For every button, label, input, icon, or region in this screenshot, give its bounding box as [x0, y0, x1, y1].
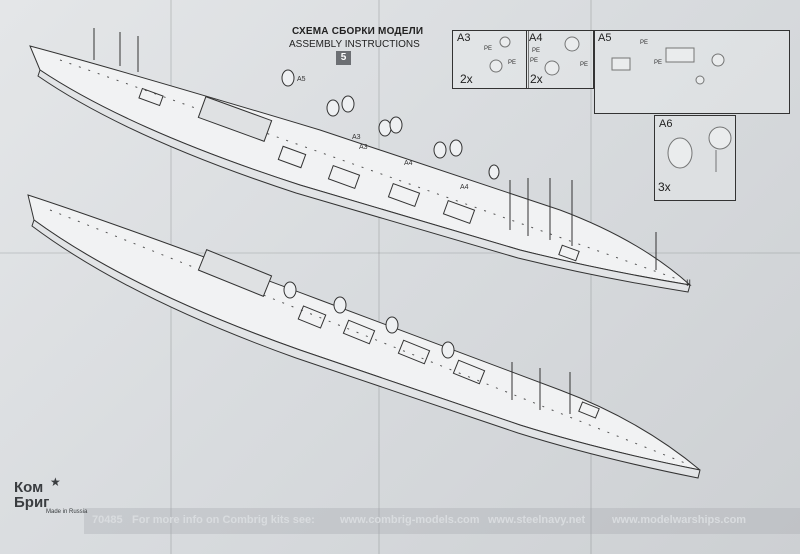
combrig-logo: Ком Бриг: [14, 480, 49, 510]
kit-number: 70485: [92, 514, 123, 526]
logo-line2: Бриг: [14, 494, 50, 511]
footer-link-steelnavy[interactable]: www.steelnavy.net: [488, 514, 586, 526]
callout-a4: A4: [404, 160, 413, 167]
pe-label: PE: [530, 58, 539, 64]
footer-link-combrig[interactable]: www.combrig-models.com: [340, 514, 480, 526]
pe-label: PE: [580, 62, 589, 68]
mast-parts: [93, 28, 657, 414]
callout-a5: A5: [297, 76, 306, 83]
subassembly-sketches: [489, 36, 732, 172]
footer-strip: [84, 508, 800, 534]
footer-link-modelwarships[interactable]: www.modelwarships.com: [612, 514, 747, 526]
title-russian: СХЕМА СБОРКИ МОДЕЛИ: [292, 26, 424, 37]
fold-line: [0, 252, 800, 254]
upper-ship-hull: [29, 45, 692, 293]
subassembly-box-a4: [526, 30, 594, 89]
subassembly-quantity-a4: 2x: [530, 72, 543, 86]
subassembly-quantity-a6: 3x: [658, 180, 671, 194]
subassembly-label-a3: A3: [457, 32, 471, 44]
footer-info-text: For more info on Combrig kits see:: [132, 514, 315, 526]
subassembly-quantity-a3: 2x: [460, 72, 473, 86]
callout-a3: A3: [359, 144, 368, 151]
made-in-label: Made in Russia: [46, 509, 88, 515]
subassembly-box-a5: [594, 30, 790, 114]
callout-a4: A4: [460, 184, 469, 191]
lower-ship-hull: [27, 194, 701, 479]
pe-label: PE: [640, 40, 649, 46]
subassembly-label-a4: A4: [529, 32, 543, 44]
subassembly-label-a5: A5: [598, 32, 612, 44]
fold-line: [590, 0, 592, 554]
ship-mark: II: [686, 278, 692, 288]
subassembly-box-a3: [452, 30, 529, 89]
star-icon: ★: [50, 475, 61, 489]
pe-label: PE: [508, 60, 517, 66]
logo-line1: Ком: [14, 479, 44, 496]
searchlight-parts: [281, 69, 500, 359]
fold-line: [378, 0, 380, 554]
pe-label: PE: [532, 48, 541, 54]
subassembly-box-a6: [654, 115, 736, 201]
step-number-badge: 5: [336, 51, 351, 65]
title-english: ASSEMBLY INSTRUCTIONS: [289, 39, 420, 50]
pe-label: PE: [654, 60, 663, 66]
subassembly-label-a6: A6: [659, 118, 673, 130]
pe-label: PE: [484, 46, 493, 52]
callout-a3: A3: [352, 134, 361, 141]
